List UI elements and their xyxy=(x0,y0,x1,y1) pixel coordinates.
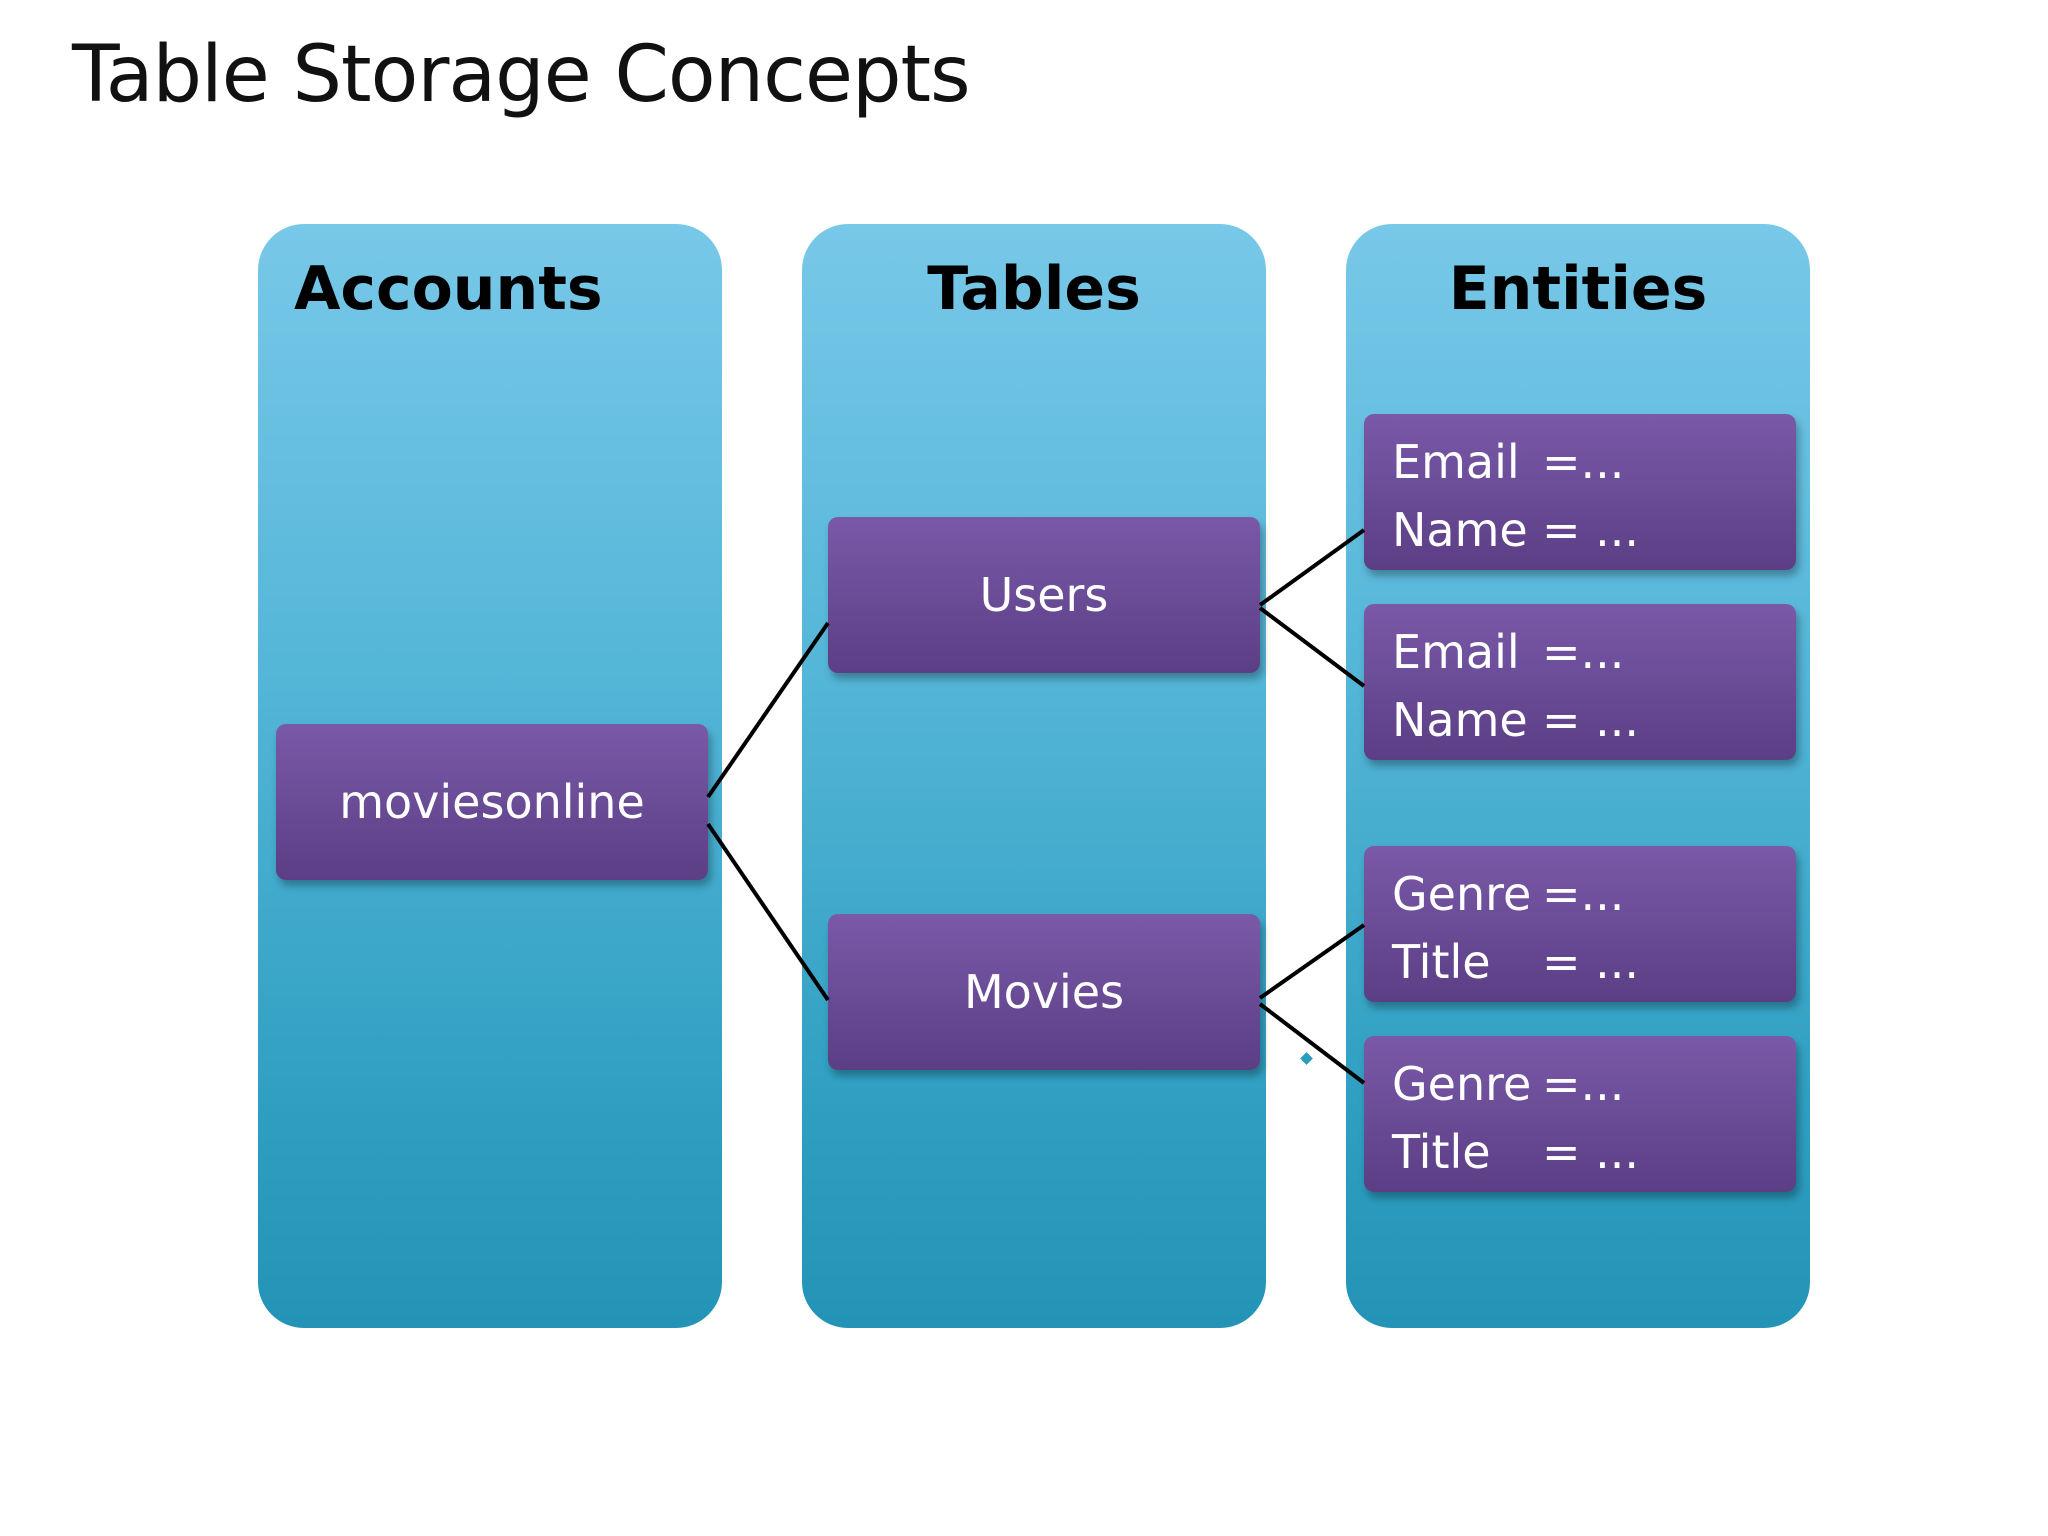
entity-property-value: =... xyxy=(1542,1057,1625,1111)
stray-marker xyxy=(1300,1052,1313,1065)
entity-property-row: Name = ... xyxy=(1392,496,1796,564)
entity-property-row: Title = ... xyxy=(1392,1118,1796,1186)
entity-property-key: Genre xyxy=(1392,1057,1532,1111)
accounts-heading: Accounts xyxy=(294,254,603,324)
entity-property-key: Title xyxy=(1392,935,1491,989)
entity-property-value: = ... xyxy=(1542,935,1640,989)
entity-property-row: Genre =... xyxy=(1392,1050,1796,1118)
table-label: Users xyxy=(979,568,1109,622)
entity-property-row: Genre =... xyxy=(1392,860,1796,928)
entity-property-key: Genre xyxy=(1392,867,1532,921)
tables-heading: Tables xyxy=(927,254,1141,324)
entity-property-value: = ... xyxy=(1542,1125,1640,1179)
entity-property-key: Email xyxy=(1392,625,1520,679)
entity-property-key: Title xyxy=(1392,1125,1491,1179)
entity-property-value: =... xyxy=(1542,435,1625,489)
table-node-users: Users xyxy=(828,517,1260,673)
entities-heading: Entities xyxy=(1448,254,1708,324)
entity-node-movie-2: Genre =... Title = ... xyxy=(1364,1036,1796,1192)
entity-property-value: = ... xyxy=(1542,503,1640,557)
entity-property-key: Name xyxy=(1392,503,1528,557)
entity-property-value: =... xyxy=(1542,625,1625,679)
table-node-movies: Movies xyxy=(828,914,1260,1070)
entity-property-row: Name = ... xyxy=(1392,686,1796,754)
entity-property-row: Email =... xyxy=(1392,428,1796,496)
account-label: moviesonline xyxy=(339,775,645,829)
entity-property-row: Title = ... xyxy=(1392,928,1796,996)
entity-property-key: Name xyxy=(1392,693,1528,747)
tables-column: Tables xyxy=(802,224,1266,1328)
entity-node-user-1: Email =... Name = ... xyxy=(1364,414,1796,570)
entity-node-user-2: Email =... Name = ... xyxy=(1364,604,1796,760)
entity-node-movie-1: Genre =... Title = ... xyxy=(1364,846,1796,1002)
account-node-moviesonline: moviesonline xyxy=(276,724,708,880)
entity-property-value: = ... xyxy=(1542,693,1640,747)
entity-property-row: Email =... xyxy=(1392,618,1796,686)
slide-title: Table Storage Concepts xyxy=(72,30,971,120)
entity-property-key: Email xyxy=(1392,435,1520,489)
table-label: Movies xyxy=(963,965,1125,1019)
entity-property-value: =... xyxy=(1542,867,1625,921)
